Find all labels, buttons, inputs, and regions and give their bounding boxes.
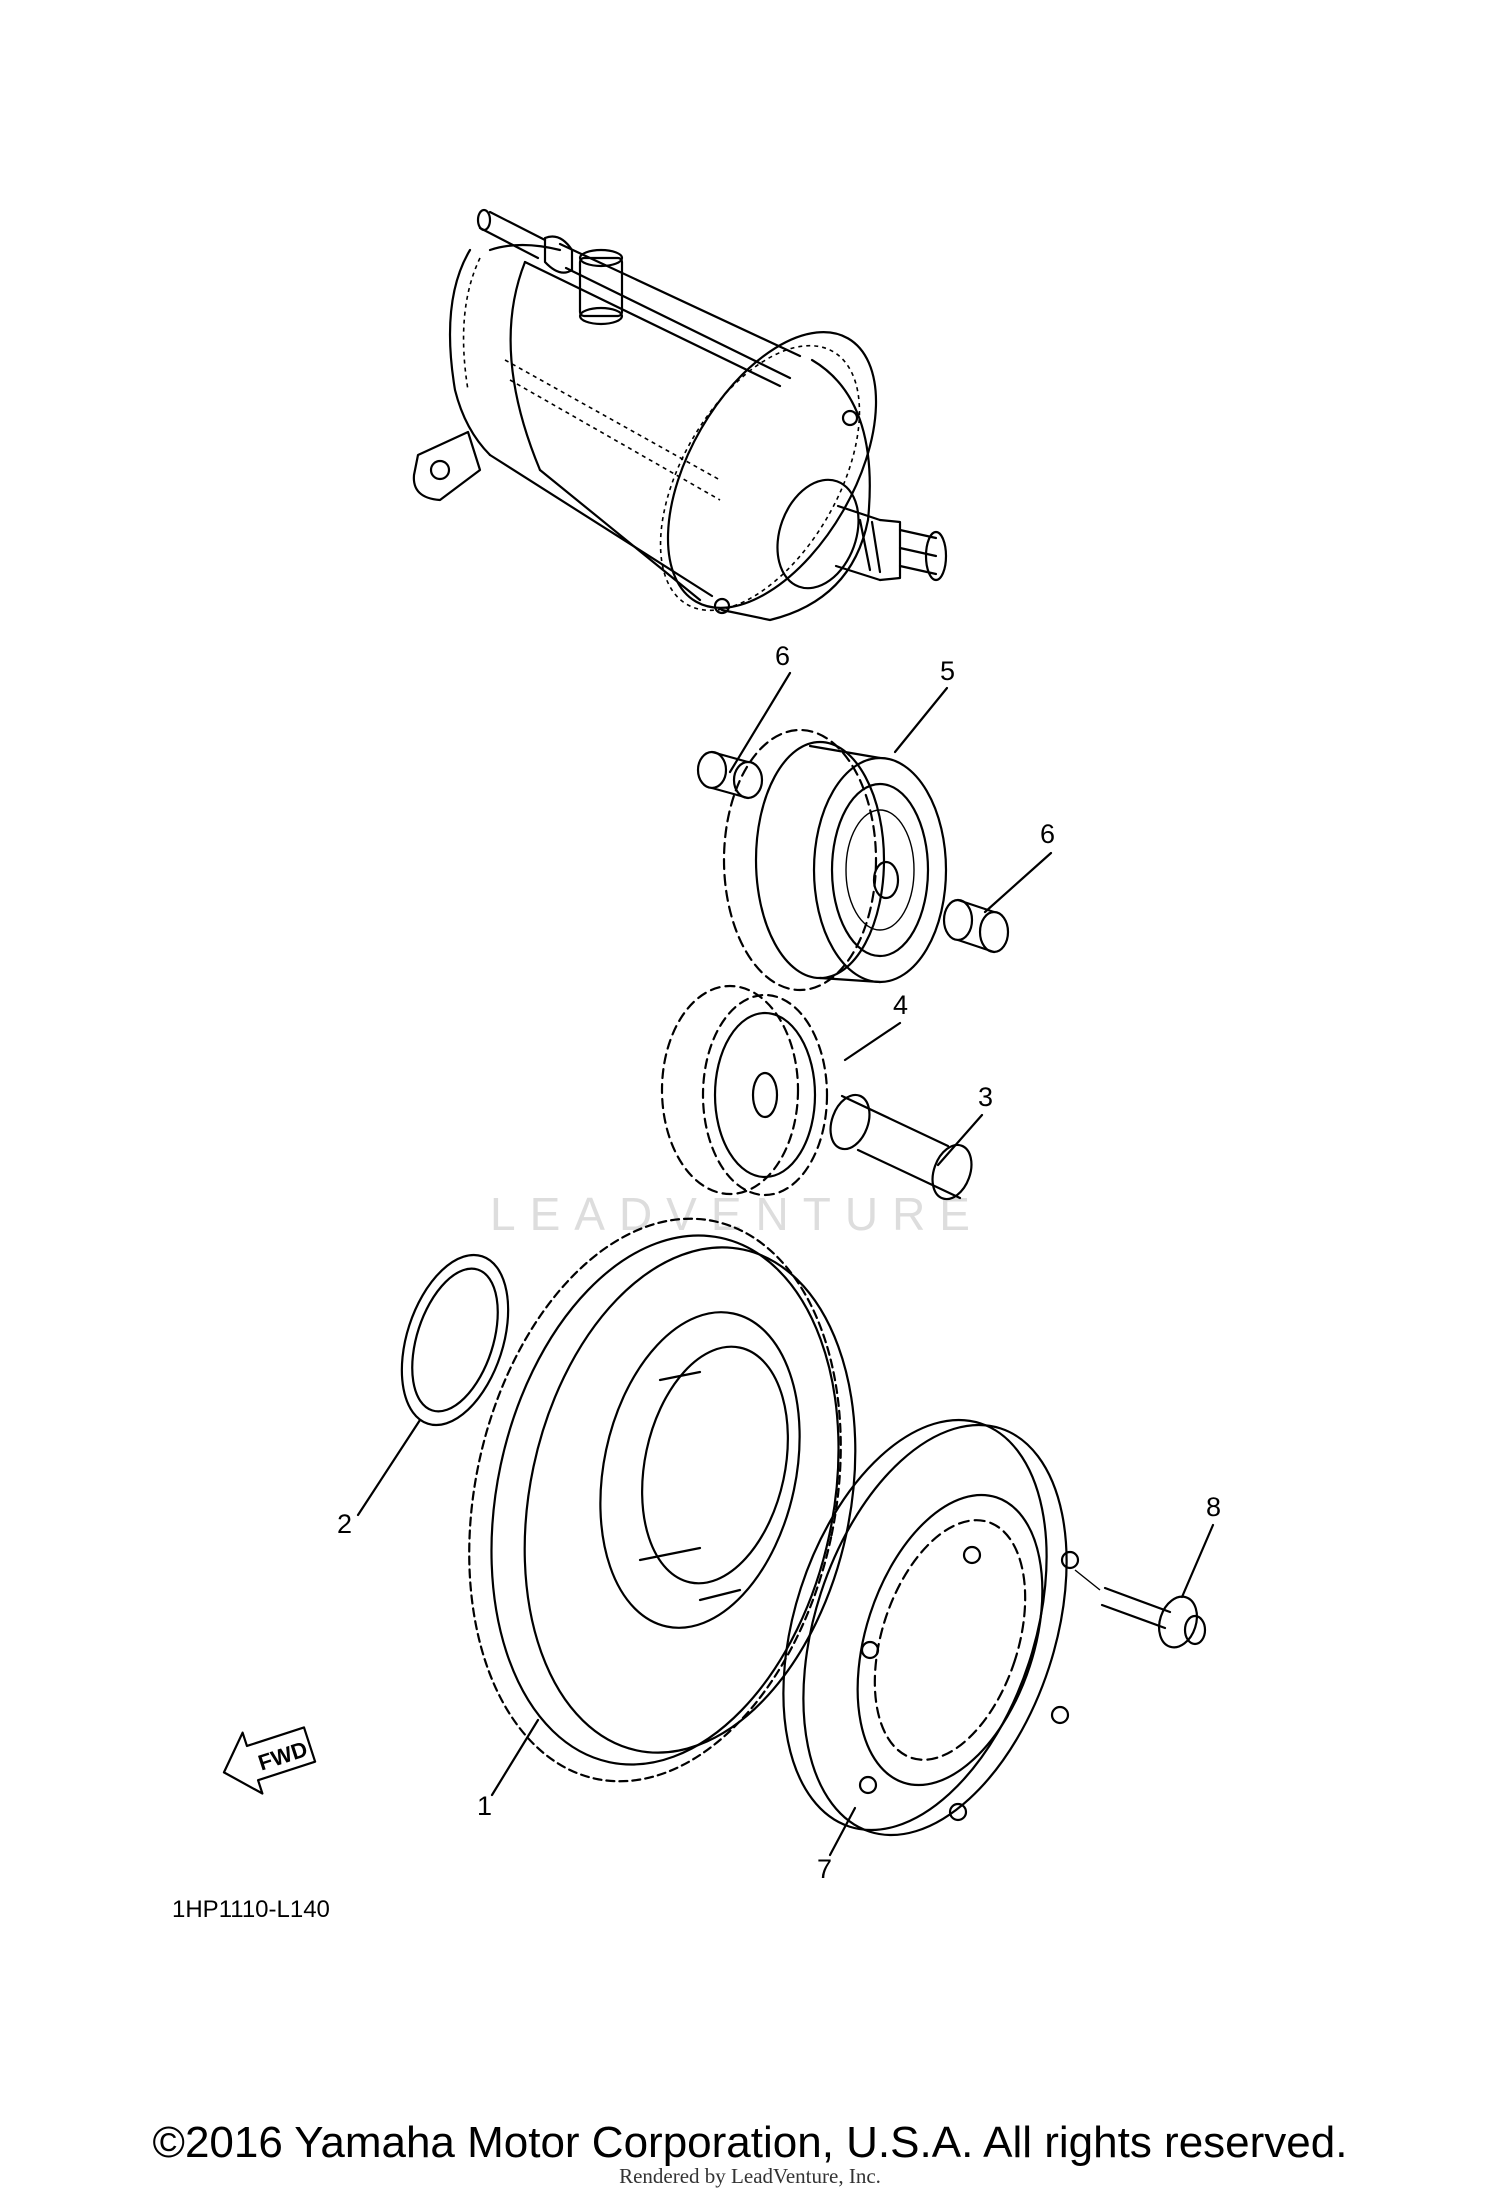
rendered-by-notice: Rendered by LeadVenture, Inc.: [619, 2164, 881, 2188]
callout-labels: 6 5 6 4 3 2 1 7 8: [337, 641, 1221, 1884]
part-6-bushing-right: [942, 898, 1010, 954]
callout-6-right: 6: [1040, 819, 1055, 849]
part-5-idler-gear: [722, 728, 948, 992]
callout-4: 4: [893, 990, 908, 1020]
diagram-code: 1HP1110-L140: [172, 1896, 330, 1923]
leader-lines: [356, 671, 1215, 1857]
callout-7: 7: [817, 1854, 832, 1884]
part-7-one-way-clutch: [782, 1418, 1080, 1837]
part-2-washer: [400, 1253, 510, 1427]
callout-1: 1: [477, 1791, 492, 1821]
part-4-gear: [660, 984, 829, 1197]
fwd-label: FWD: [255, 1736, 310, 1775]
callout-5: 5: [940, 656, 955, 686]
watermark-text: LEADVENTURE: [490, 1188, 984, 1240]
part-3-shaft: [829, 1093, 973, 1201]
callout-6-upper: 6: [775, 641, 790, 671]
callout-2: 2: [337, 1509, 352, 1539]
starter-motor: [412, 208, 948, 622]
part-8-bolt: [1074, 1569, 1207, 1649]
fwd-arrow-icon: FWD: [222, 1726, 317, 1795]
callout-8: 8: [1206, 1492, 1221, 1522]
part-6-bushing-upper: [696, 750, 764, 800]
copyright-notice: ©2016 Yamaha Motor Corporation, U.S.A. A…: [152, 2118, 1348, 2167]
callout-3: 3: [978, 1082, 993, 1112]
part-1-large-gear: [468, 1217, 857, 1783]
